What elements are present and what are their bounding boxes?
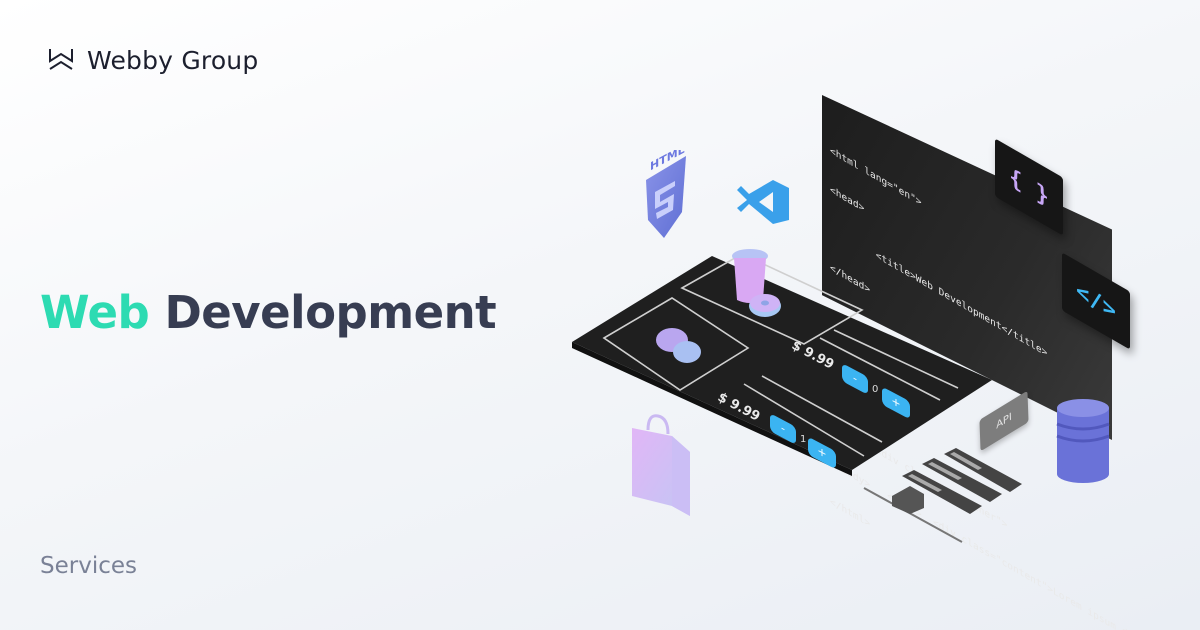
brand-name: Webby Group: [87, 46, 259, 75]
webby-w-chevron-icon: [49, 48, 73, 70]
component-tree-icon: [863, 448, 1022, 543]
category-label: Services: [40, 553, 137, 579]
shop-cart-panel: [572, 253, 992, 476]
title-rest: Development: [164, 286, 497, 339]
database-icon: [1056, 399, 1110, 483]
quantity-value: 0: [872, 384, 879, 395]
shopping-bag-icon: [632, 414, 690, 516]
title-accent: Web: [40, 286, 150, 339]
vscode-icon: [737, 180, 789, 224]
page-title: Web Development: [40, 286, 497, 339]
quantity-value: 1: [800, 434, 807, 445]
donut-icon: [749, 294, 781, 317]
html5-icon: HTML: [646, 150, 686, 238]
product-cookie-icon: [656, 328, 701, 363]
coffee-cup-icon: [732, 249, 768, 303]
brand-logo[interactable]: Webby Group: [47, 46, 258, 75]
